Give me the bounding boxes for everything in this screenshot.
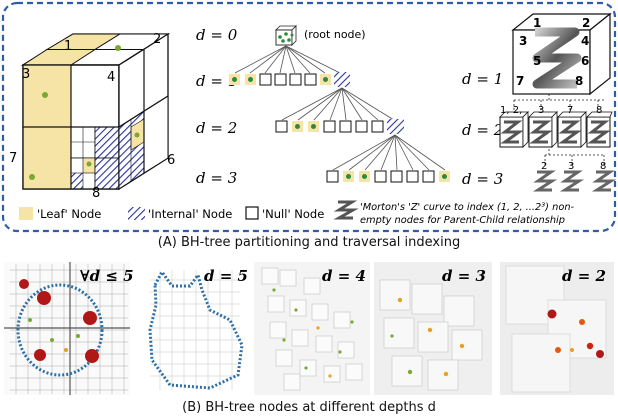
depth-label-2: d = 2 xyxy=(196,119,237,137)
cube-label-8: 8 xyxy=(92,186,100,201)
octree-cube xyxy=(20,32,171,191)
legend-internal-swatch xyxy=(128,207,145,220)
morton-child-label-d2-4: 8 xyxy=(596,105,602,116)
cube-label-3: 3 xyxy=(22,67,30,82)
legend-morton-line1: 'Morton's 'Z' curve to index (1, 2, ...2… xyxy=(360,202,575,213)
morton-d3-icons xyxy=(532,170,617,192)
morton-label-5: 5 xyxy=(533,54,541,68)
legend: 'Leaf' Node 'Internal' Node 'Null' Node … xyxy=(19,200,575,226)
depth-label-1: d = 1 xyxy=(196,72,237,90)
panel-a-caption: (A) BH-tree partitioning and traversal i… xyxy=(157,235,461,250)
morton-child-label-d2-1: 1, 2, xyxy=(500,105,522,116)
morton-label-8: 8 xyxy=(575,74,583,88)
root-node-icon xyxy=(275,25,297,46)
depth-label-4: d = 4 xyxy=(322,267,366,285)
depth-label-0: d = 0 xyxy=(196,26,238,44)
morton-links xyxy=(513,94,605,165)
depth-label-3: d = 3 xyxy=(196,169,237,187)
cube-label-4: 4 xyxy=(107,70,115,85)
depth-label-all: ∀d ≤ 5 xyxy=(80,267,134,285)
depth-3-image xyxy=(374,262,492,395)
legend-leaf-label: 'Leaf' Node xyxy=(37,207,101,221)
morton-depth-label-1: d = 1 xyxy=(462,70,503,88)
morton-label-1: 1 xyxy=(533,16,541,30)
depth-5-image xyxy=(142,262,250,395)
cube-label-1: 1 xyxy=(64,39,72,54)
morton-d2-cubes xyxy=(499,111,613,148)
morton-depth-label-2: d = 2 xyxy=(462,121,503,139)
morton-child-label-d3-3: 8 xyxy=(600,161,606,172)
morton-label-3: 3 xyxy=(519,34,527,48)
depth-all-image xyxy=(4,262,130,395)
morton-cube xyxy=(511,12,612,96)
depth-4-image xyxy=(254,262,370,395)
morton-child-label-d2-3: 7 xyxy=(567,105,573,116)
cube-label-7: 7 xyxy=(9,151,17,166)
morton-label-7: 7 xyxy=(516,74,524,88)
morton-depth-label-3: d = 3 xyxy=(462,170,503,188)
cube-label-6: 6 xyxy=(167,153,175,168)
legend-internal-label: 'Internal' Node xyxy=(148,207,232,221)
bh-tree: (root node) xyxy=(229,25,450,183)
depth-label-5: d = 5 xyxy=(204,267,248,285)
depth-label-3: d = 3 xyxy=(442,267,486,285)
morton-label-2: 2 xyxy=(582,16,590,30)
morton-child-label-d2-2: 3 xyxy=(538,105,544,116)
legend-morton-line2: empty nodes for Parent-Child relationshi… xyxy=(360,215,565,226)
depth-2-image xyxy=(500,262,614,395)
morton-child-label-d3-1: 2 xyxy=(541,161,547,172)
depth-label-2: d = 2 xyxy=(562,267,606,285)
root-node-label: (root node) xyxy=(304,28,366,41)
panel-a-border xyxy=(1,1,617,233)
legend-morton-icon xyxy=(333,200,359,220)
morton-child-label-d3-2: 3 xyxy=(568,161,574,172)
morton-label-6: 6 xyxy=(581,54,589,68)
panel-b-caption: (B) BH-tree nodes at different depths d xyxy=(182,400,436,415)
legend-null-label: 'Null' Node xyxy=(262,207,324,221)
legend-null-swatch xyxy=(245,206,259,220)
cube-label-2: 2 xyxy=(153,32,161,47)
legend-leaf-swatch xyxy=(19,207,33,220)
morton-label-4: 4 xyxy=(581,34,589,48)
